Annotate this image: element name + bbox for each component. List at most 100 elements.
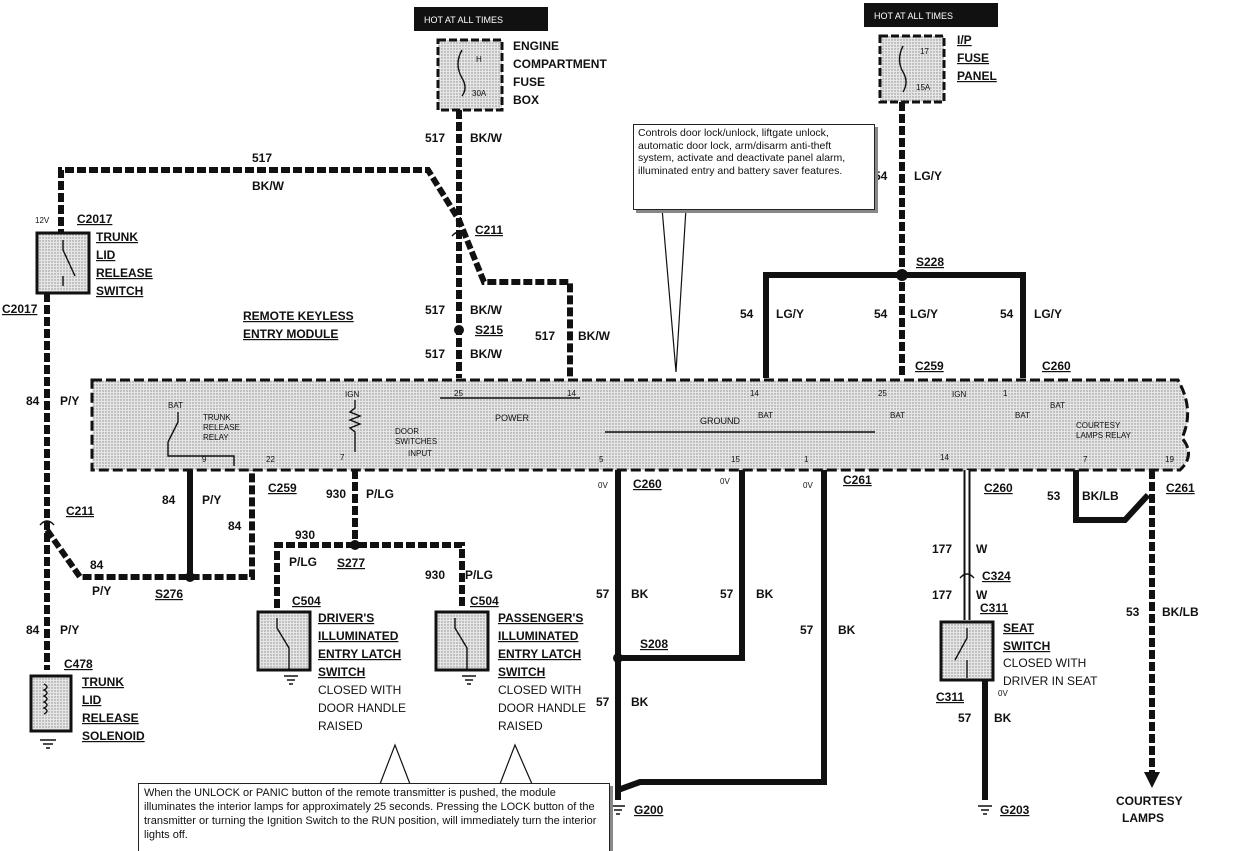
- pass-desc-3: RAISED: [498, 719, 543, 733]
- engine-label-2: COMPARTMENT: [513, 57, 607, 71]
- wire-color-label: P/Y: [202, 493, 221, 507]
- ip-label-2: FUSE: [957, 51, 989, 65]
- switch-contact: [954, 628, 968, 678]
- courtesy-label-2: LAMPS: [1122, 811, 1164, 825]
- trunk-release-solenoid: [29, 674, 73, 733]
- door-input-label-1: DOOR: [395, 427, 419, 436]
- switch-contact: [62, 240, 76, 286]
- splice-s276: [185, 572, 195, 582]
- hot-label-left: [414, 7, 548, 31]
- driver-desc-2: DOOR HANDLE: [318, 701, 406, 715]
- ground-label: GROUND: [700, 416, 740, 426]
- door-input-label-2: SWITCHES: [395, 437, 437, 446]
- engine-fuse-box: [436, 38, 504, 112]
- driver-desc-3: RAISED: [318, 719, 363, 733]
- wire-color-label: LG/Y: [1034, 307, 1062, 321]
- ign-label: IGN: [345, 390, 359, 399]
- connector-label: C504: [470, 594, 499, 608]
- hot-text-left: HOT AT ALL TIMES: [424, 15, 503, 25]
- fuse-element-engine: [457, 49, 466, 97]
- wire-color-label: P/LG: [366, 487, 394, 501]
- pass-label-4: SWITCH: [498, 665, 545, 679]
- pin-label: 5: [599, 455, 604, 464]
- wire-color-label: BK/W: [470, 303, 503, 317]
- connector-label: C478: [64, 657, 93, 671]
- info-note-bottom: When the UNLOCK or PANIC button of the r…: [138, 783, 610, 851]
- wire-color-label: BK/W: [470, 347, 503, 361]
- fuse-rating-engine: 30A: [472, 89, 487, 98]
- pass-label-1: PASSENGER'S: [498, 611, 583, 625]
- fuse-id-engine: H: [476, 55, 482, 64]
- wire-color-label: P/LG: [289, 555, 317, 569]
- wire-label: 57: [958, 711, 972, 725]
- connector-label: C259: [268, 481, 297, 495]
- fuse-rating-ip: 15A: [916, 83, 931, 92]
- ground-icon: [284, 675, 298, 685]
- wire-color-label: BK: [756, 587, 774, 601]
- connector-label: C311: [936, 690, 964, 704]
- ground-icon: [40, 739, 56, 749]
- wire-color-label: P/Y: [60, 394, 79, 408]
- solenoid-label-2: LID: [82, 693, 102, 707]
- connector-label: C504: [292, 594, 321, 608]
- pin-label: 14: [940, 453, 949, 462]
- splice-label: S277: [337, 556, 365, 570]
- voltage-label: 12V: [35, 216, 50, 225]
- wire-color-label: LG/Y: [910, 307, 938, 321]
- solenoid-label-1: TRUNK: [82, 675, 124, 689]
- wire-label: 53: [1047, 489, 1061, 503]
- connector-label: C259: [915, 359, 944, 373]
- connector-label: C260: [633, 477, 662, 491]
- wire-color-label: LG/Y: [776, 307, 804, 321]
- courtesy-relay-label-1: COURTESY: [1076, 421, 1121, 430]
- ip-label-1: I/P: [957, 33, 972, 47]
- wire-label: 54: [874, 307, 888, 321]
- pin-label: 1: [804, 455, 809, 464]
- wire-color-label: BK: [631, 587, 649, 601]
- pin-label: 14: [567, 389, 576, 398]
- connector-label: C311: [980, 601, 1008, 615]
- bat-label: BAT: [758, 411, 773, 420]
- splice-label: S276: [155, 587, 183, 601]
- wire-label: 177: [932, 588, 952, 602]
- pin-label: 9: [202, 455, 207, 464]
- trunk-relay-label-1: TRUNK: [203, 413, 231, 422]
- bat-label: BAT: [1015, 411, 1030, 420]
- wire-label: 57: [800, 623, 814, 637]
- pin-label: 1: [1003, 389, 1008, 398]
- pin-label: 15: [731, 455, 740, 464]
- wire-label: 517: [252, 151, 272, 165]
- splice-label: S208: [640, 637, 668, 651]
- fuse-element-ip: [898, 45, 907, 93]
- pin-label: 22: [266, 455, 275, 464]
- pass-label-3: ENTRY LATCH: [498, 647, 581, 661]
- module-title-1: REMOTE KEYLESS: [243, 309, 354, 323]
- wire-color-label: BK: [631, 695, 649, 709]
- wire-label: 57: [720, 587, 734, 601]
- bat-label: BAT: [168, 401, 183, 410]
- voltage-label: 0V: [720, 477, 730, 486]
- ground-label: G200: [634, 803, 664, 817]
- voltage-label: 0V: [998, 689, 1008, 698]
- ground-icon: [611, 805, 625, 815]
- connector-label: C261: [843, 473, 872, 487]
- passenger-latch-switch: [434, 610, 490, 672]
- wire-color-label: BK/W: [578, 329, 611, 343]
- splice-s228: [896, 269, 908, 281]
- wire-label: 930: [326, 487, 346, 501]
- switch-contact: [454, 618, 468, 670]
- ground-icon: [978, 805, 992, 815]
- pin-label: 25: [878, 389, 887, 398]
- wire-label: 517: [425, 131, 445, 145]
- power-label: POWER: [495, 413, 530, 423]
- wire-color-label: P/Y: [92, 584, 111, 598]
- wire-label: 57: [596, 695, 610, 709]
- seat-desc-2: DRIVER IN SEAT: [1003, 674, 1098, 688]
- splice-label: S228: [916, 255, 944, 269]
- engine-label-3: FUSE: [513, 75, 545, 89]
- pass-desc-1: CLOSED WITH: [498, 683, 581, 697]
- wire-label: 53: [1126, 605, 1140, 619]
- arrow-down-icon: [1144, 772, 1160, 788]
- wire-color-label: BK/W: [470, 131, 503, 145]
- driver-label-1: DRIVER'S: [318, 611, 374, 625]
